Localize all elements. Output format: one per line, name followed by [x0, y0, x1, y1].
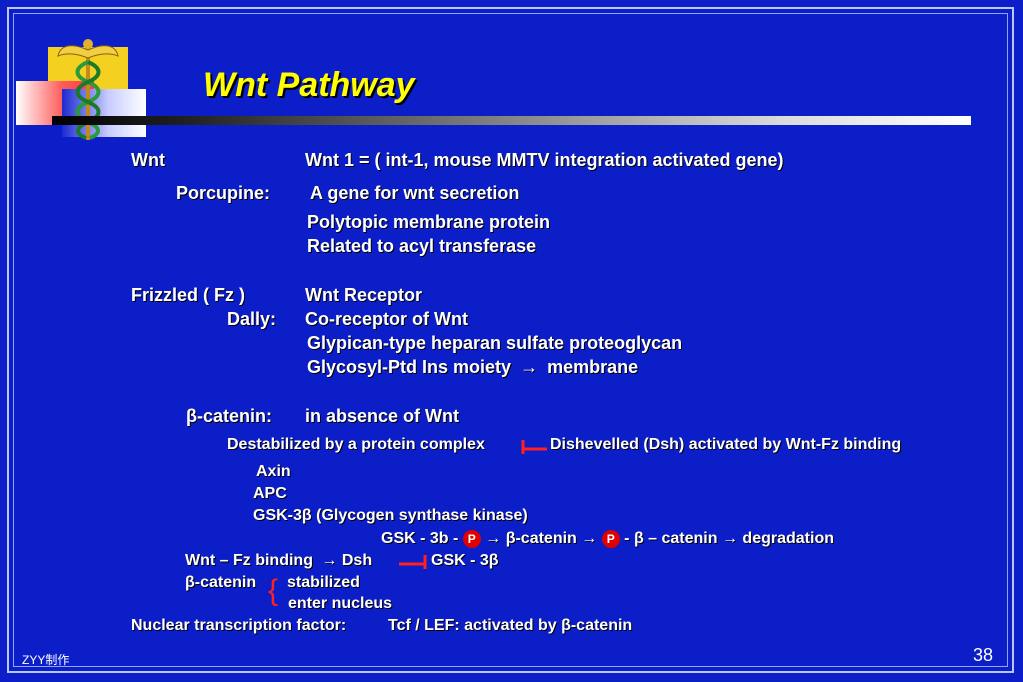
nuclear-factor-term: Nuclear transcription factor:: [131, 617, 347, 634]
beta-catenin-term: β-catenin:: [186, 406, 272, 426]
gsk-label: GSK - 3b -: [381, 530, 459, 548]
dally-definition: Co-receptor of Wnt: [305, 309, 468, 329]
dally-detail-1: Glypican-type heparan sulfate proteoglyc…: [307, 333, 683, 353]
arrow-icon: →: [520, 357, 539, 377]
page-number: 38: [973, 645, 994, 665]
complex-gsk3b: GSK-3β (Glycogen synthase kinase): [253, 507, 528, 524]
beta-catenin-label: β-catenin: [505, 530, 577, 548]
title-divider: [52, 116, 971, 125]
phospho-badge: P: [462, 530, 481, 548]
wnt-definition: Wnt 1 = ( int-1, mouse MMTV integration …: [305, 150, 784, 170]
arrow-icon: →: [721, 530, 738, 548]
slide-border-outer: [7, 7, 1014, 673]
complex-axin: Axin: [256, 463, 291, 480]
gsk-phosphorylation-line: GSK - 3b - P → β-catenin → P - β – caten…: [381, 530, 834, 548]
dally-detail-2-target: membrane: [547, 357, 639, 377]
wnt-fz-binding-line: Wnt – Fz binding → Dsh: [185, 553, 372, 569]
beta-catenin-label-2: - β – catenin: [624, 530, 718, 548]
dishevelled-line: Dishevelled (Dsh) activated by Wnt-Fz bi…: [550, 436, 902, 453]
enter-nucleus-label: enter nucleus: [288, 595, 393, 612]
caduceus-icon: [57, 39, 119, 140]
dally-term: Dally:: [227, 309, 277, 329]
slide-title: Wnt Pathway: [203, 66, 415, 104]
complex-apc: APC: [253, 485, 287, 502]
nuclear-factor-definition: Tcf / LEF: activated by β-catenin: [388, 617, 633, 634]
frizzled-term: Frizzled ( Fz ): [131, 285, 245, 305]
dally-detail-2-text: Glycosyl-Ptd Ins moiety: [307, 357, 512, 377]
porcupine-definition: A gene for wnt secretion: [310, 183, 520, 203]
porcupine-term: Porcupine:: [176, 183, 271, 203]
phospho-badge: P: [601, 530, 620, 548]
degradation-label: degradation: [742, 530, 834, 548]
dsh-label: Dsh: [341, 552, 373, 569]
beta-catenin-stable-term: β-catenin: [185, 574, 257, 591]
footer-credit: ZYY制作: [22, 653, 70, 667]
stabilized-label: stabilized: [287, 574, 360, 591]
inhibition-arrow-icon: [399, 555, 427, 569]
beta-catenin-condition: in absence of Wnt: [305, 406, 460, 426]
arrow-icon: →: [485, 530, 502, 548]
porcupine-detail-1: Polytopic membrane protein: [307, 212, 551, 232]
wnt-fz-label: Wnt – Fz binding: [185, 552, 313, 569]
porcupine-detail-2: Related to acyl transferase: [307, 236, 537, 256]
slide-border-inner: [13, 13, 1008, 667]
gsk3b-target: GSK - 3β: [431, 552, 499, 569]
wnt-term: Wnt: [131, 150, 165, 170]
arrow-icon: →: [581, 530, 598, 548]
dally-detail-2: Glycosyl-Ptd Ins moiety → membrane: [307, 358, 638, 376]
inhibition-arrow-icon: [521, 440, 547, 454]
destabilized-line: Destabilized by a protein complex: [227, 436, 485, 453]
frizzled-definition: Wnt Receptor: [305, 285, 422, 305]
arrow-icon: →: [321, 552, 338, 569]
brace-icon: {: [268, 574, 279, 607]
